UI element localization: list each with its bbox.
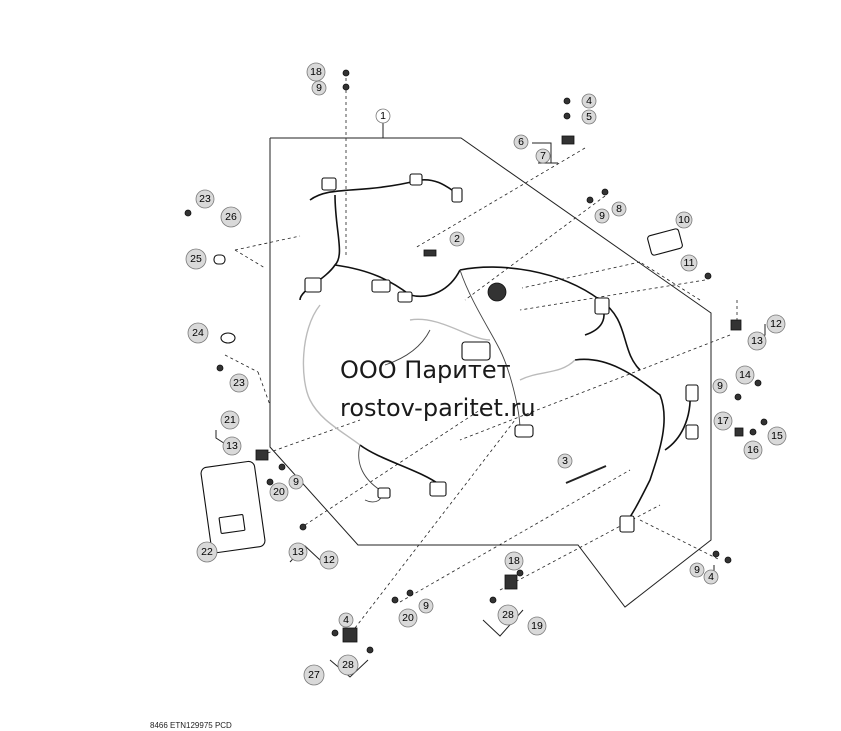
callout-4-lower-right: 4 bbox=[703, 569, 719, 585]
svg-text:13: 13 bbox=[292, 546, 304, 558]
svg-text:9: 9 bbox=[316, 82, 322, 94]
callout-12-right: 12 bbox=[766, 314, 786, 334]
svg-text:26: 26 bbox=[225, 211, 237, 223]
svg-text:17: 17 bbox=[717, 415, 729, 427]
callout-19: 19 bbox=[527, 616, 547, 636]
callout-23-top: 23 bbox=[195, 189, 215, 209]
callout-1: 1 bbox=[375, 108, 391, 124]
callout-25: 25 bbox=[185, 248, 207, 270]
svg-text:23: 23 bbox=[233, 377, 245, 389]
callout-9-bottom: 9 bbox=[418, 598, 434, 614]
callout-18-top: 18 bbox=[306, 62, 326, 82]
drawing-reference: 8466 ETN129975 PCD bbox=[150, 721, 232, 730]
callout-14: 14 bbox=[735, 365, 755, 385]
svg-text:9: 9 bbox=[717, 380, 723, 392]
callout-13-right: 13 bbox=[747, 331, 767, 351]
callout-9-ecu: 9 bbox=[288, 474, 304, 490]
callout-5: 5 bbox=[581, 109, 597, 125]
svg-text:12: 12 bbox=[323, 554, 335, 566]
callout-28-bottom: 28 bbox=[337, 654, 359, 676]
svg-text:8: 8 bbox=[616, 203, 622, 215]
svg-text:18: 18 bbox=[508, 555, 520, 567]
svg-text:20: 20 bbox=[402, 612, 414, 624]
svg-text:19: 19 bbox=[531, 620, 543, 632]
svg-text:11: 11 bbox=[684, 257, 695, 269]
callout-12-left: 12 bbox=[319, 550, 339, 570]
svg-text:18: 18 bbox=[310, 66, 322, 78]
callout-9-mid: 9 bbox=[594, 208, 610, 224]
callout-4-top: 4 bbox=[581, 93, 597, 109]
svg-text:6: 6 bbox=[518, 136, 524, 148]
callout-9-top: 9 bbox=[311, 80, 327, 96]
callout-21: 21 bbox=[220, 410, 240, 430]
svg-text:3: 3 bbox=[562, 455, 568, 467]
callout-8: 8 bbox=[611, 201, 627, 217]
callout-20-ecu: 20 bbox=[269, 482, 289, 502]
svg-text:15: 15 bbox=[771, 430, 783, 442]
callout-24: 24 bbox=[187, 322, 209, 344]
callout-28-mid: 28 bbox=[497, 604, 519, 626]
svg-text:1: 1 bbox=[380, 110, 386, 122]
watermark-url: rostov-paritet.ru bbox=[340, 394, 536, 422]
callout-15: 15 bbox=[767, 426, 787, 446]
svg-text:9: 9 bbox=[293, 476, 299, 488]
svg-text:27: 27 bbox=[308, 669, 320, 681]
callout-4-bottom: 4 bbox=[338, 612, 354, 628]
callout-22: 22 bbox=[196, 541, 218, 563]
svg-text:28: 28 bbox=[502, 609, 514, 621]
loose-parts bbox=[184, 69, 768, 654]
svg-text:22: 22 bbox=[201, 546, 213, 558]
callout-13-lower: 13 bbox=[288, 542, 308, 562]
svg-text:9: 9 bbox=[694, 564, 700, 576]
svg-text:25: 25 bbox=[190, 253, 202, 265]
watermark-company: ООО Паритет bbox=[340, 356, 511, 384]
callout-3: 3 bbox=[557, 453, 573, 469]
svg-text:13: 13 bbox=[751, 335, 763, 347]
svg-text:4: 4 bbox=[708, 571, 714, 583]
callout-20-bottom: 20 bbox=[398, 608, 418, 628]
callout-10: 10 bbox=[675, 211, 693, 229]
callout-2: 2 bbox=[449, 231, 465, 247]
svg-text:13: 13 bbox=[226, 440, 238, 452]
callout-26: 26 bbox=[220, 206, 242, 228]
svg-text:21: 21 bbox=[224, 414, 236, 426]
callout-9-right: 9 bbox=[712, 378, 728, 394]
svg-text:9: 9 bbox=[423, 600, 429, 612]
svg-text:7: 7 bbox=[540, 150, 546, 162]
harness-connectors bbox=[304, 173, 699, 533]
callout-18-bottom: 18 bbox=[504, 551, 524, 571]
svg-text:5: 5 bbox=[586, 111, 592, 123]
callout-11: 11 bbox=[680, 254, 698, 272]
svg-text:10: 10 bbox=[678, 214, 690, 226]
svg-text:9: 9 bbox=[599, 210, 605, 222]
callout-27: 27 bbox=[303, 664, 325, 686]
svg-text:2: 2 bbox=[454, 233, 460, 245]
callout-23-mid: 23 bbox=[229, 373, 249, 393]
callout-13-ecu: 13 bbox=[222, 436, 242, 456]
callout-9-lower-right: 9 bbox=[689, 562, 705, 578]
callout-7: 7 bbox=[535, 148, 551, 164]
svg-text:12: 12 bbox=[770, 318, 782, 330]
svg-text:24: 24 bbox=[192, 327, 204, 339]
svg-text:23: 23 bbox=[199, 193, 211, 205]
svg-text:20: 20 bbox=[273, 486, 285, 498]
svg-text:4: 4 bbox=[586, 95, 592, 107]
wiring-harness bbox=[299, 179, 691, 531]
callout-17: 17 bbox=[713, 411, 733, 431]
callout-6: 6 bbox=[513, 134, 529, 150]
svg-text:14: 14 bbox=[739, 369, 751, 381]
svg-text:28: 28 bbox=[342, 659, 354, 671]
svg-text:16: 16 bbox=[747, 444, 759, 456]
callout-16: 16 bbox=[743, 440, 763, 460]
svg-text:4: 4 bbox=[343, 614, 349, 626]
